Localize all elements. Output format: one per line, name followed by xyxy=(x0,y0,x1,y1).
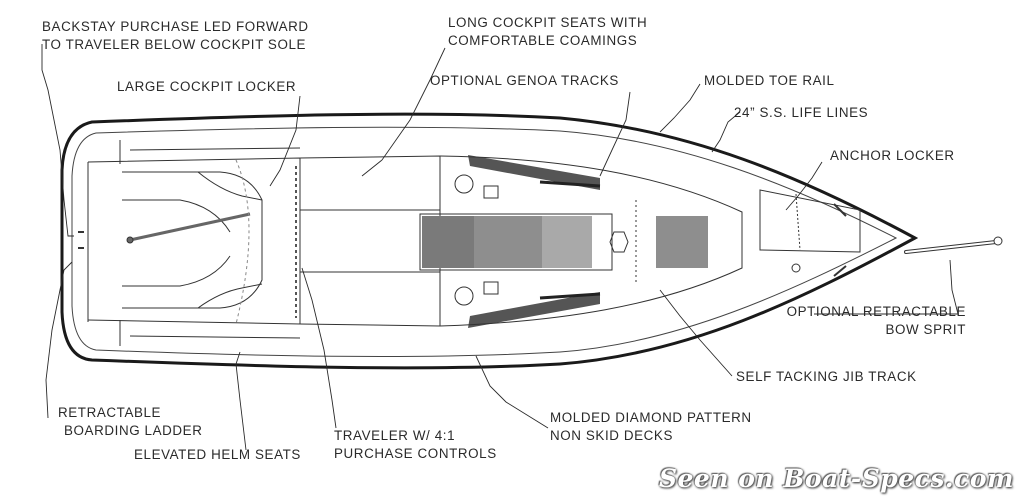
bow-sprit xyxy=(904,236,1003,254)
label-helm-seats: ELEVATED HELM SEATS xyxy=(134,447,301,462)
cabin-top xyxy=(419,155,743,327)
label-jib-track: SELF TACKING JIB TRACK xyxy=(736,369,917,384)
transom-mark-top xyxy=(78,231,84,249)
hatches xyxy=(422,216,708,268)
label-life-lines: 24” S.S. LIFE LINES xyxy=(734,105,869,120)
tiller xyxy=(129,212,251,242)
cockpit-sole-outline xyxy=(87,157,301,325)
label-long-cockpit-seats: LONG COCKPIT SEATS WITH COMFORTABLE COAM… xyxy=(448,15,648,48)
companionway-hatch-dark xyxy=(422,216,474,268)
deck-edge xyxy=(71,126,898,357)
anchor-locker xyxy=(759,189,861,253)
companionway-hatch-mid xyxy=(474,216,542,268)
label-genoa-tracks: OPTIONAL GENOA TRACKS xyxy=(430,73,619,88)
watermark: Seen on Boat-Specs.com xyxy=(658,464,1014,493)
mast-step xyxy=(609,231,629,253)
label-diamond-deck: MOLDED DIAMOND PATTERN NON SKID DECKS xyxy=(550,410,752,443)
foredeck xyxy=(759,189,861,277)
label-backstay: BACKSTAY PURCHASE LED FORWARD TO TRAVELE… xyxy=(42,19,309,52)
companionway-hatch-light xyxy=(542,216,592,268)
helm-seat-bottom xyxy=(122,255,231,287)
label-traveler: TRAVELER W/ 4:1 PURCHASE CONTROLS xyxy=(334,428,497,461)
forward-hatch xyxy=(656,216,708,268)
genoa-tracks xyxy=(468,155,601,328)
label-boarding-ladder: RETRACTABLE BOARDING LADDER xyxy=(58,405,203,438)
helm-seat-top xyxy=(122,199,231,233)
leader-lines xyxy=(41,44,959,451)
label-cockpit-locker: LARGE COCKPIT LOCKER xyxy=(117,79,297,94)
label-bow-sprit: OPTIONAL RETRACTABLE BOW SPRIT xyxy=(786,304,966,337)
label-toe-rail: MOLDED TOE RAIL xyxy=(704,73,835,88)
label-anchor-locker: ANCHOR LOCKER xyxy=(830,148,955,163)
